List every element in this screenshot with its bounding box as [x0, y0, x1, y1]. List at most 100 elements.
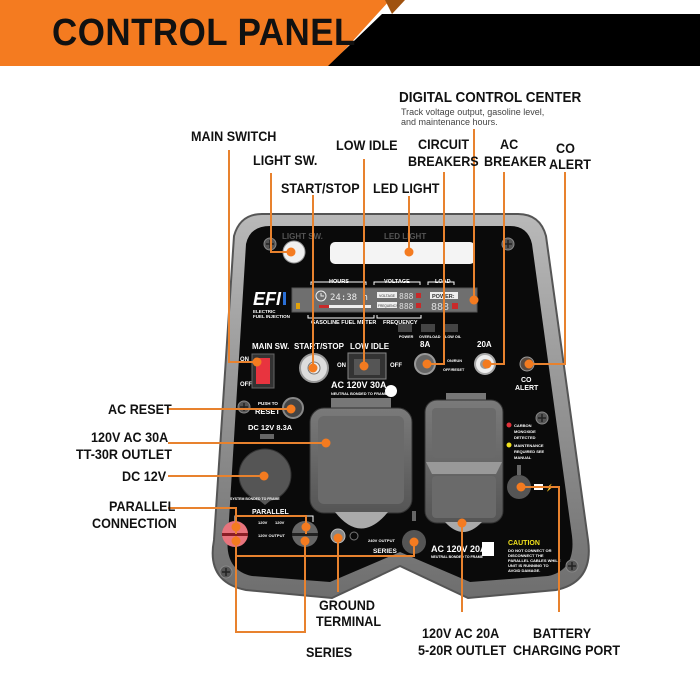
voltage-tag: VOLTAGE: [379, 294, 396, 298]
caution-text: UNIT IS RUNNING TO: [508, 563, 549, 568]
callout-markers: [231, 247, 534, 547]
co-legend-text: CARBON: [514, 423, 532, 428]
load-digits: 888: [431, 302, 449, 313]
screw-icon: [237, 400, 251, 414]
output-120-label: 120V OUTPUT: [258, 533, 285, 538]
callout-series: SERIES: [306, 644, 353, 660]
callout-start-stop: START/STOP: [281, 180, 360, 196]
indicator-label: OVERLOAD: [419, 335, 441, 339]
maint-legend-text: REQUIRED SEE: [514, 449, 545, 454]
fuel-meter-label: GASOLINE FUEL METER: [311, 320, 376, 326]
indicator-label: LOW OIL: [445, 335, 462, 339]
callout-co-alert-line2: ALERT: [549, 156, 592, 172]
callout-parallel-line2: CONNECTION: [92, 515, 177, 531]
leader-light-sw: [270, 173, 291, 253]
callout-light-sw: LIGHT SW.: [253, 152, 318, 168]
co-panel-label: CO: [521, 377, 532, 384]
off-label: OFF: [240, 382, 252, 388]
series-panel-label: SERIES: [373, 548, 398, 555]
on-label: ON: [240, 357, 249, 363]
leader-circuit-breakers: [427, 172, 445, 365]
breaker-8a-label: 8A: [420, 340, 430, 349]
caution-title: CAUTION: [508, 540, 540, 547]
breaker-on-label: ON/RUN: [447, 359, 462, 363]
co-legend-text: MONOXIDE: [514, 429, 536, 434]
fuel-gauge: [319, 305, 371, 308]
header-banner: CONTROL PANEL: [0, 0, 700, 66]
low-idle-panel-label: LOW IDLE: [350, 342, 390, 351]
clock-icon: [315, 290, 327, 302]
screw-icon: [565, 559, 579, 573]
voltage-digits: 888: [399, 292, 414, 301]
neutral-bonded-label: NEUTRAL BONDED TO FRAME: [431, 555, 484, 559]
main-sw-panel-label: MAIN SW.: [252, 342, 289, 351]
maintenance-dot: [506, 442, 512, 448]
callout-ac-breaker-line1: AC: [500, 136, 519, 152]
co-legend-text: DETECTED: [514, 435, 536, 440]
breaker-20a-label: 20A: [477, 340, 492, 349]
fuel-icon: [296, 303, 300, 309]
caution-text: AVOID DAMAGE.: [508, 568, 540, 573]
caution-text: DO NOT CONNECT OR: [508, 548, 552, 553]
led-light-bar: [330, 242, 475, 264]
maint-legend-text: MAINTENANCE: [514, 443, 544, 448]
callout-circuit-breakers-line2: BREAKERS: [408, 153, 479, 169]
screw-icon: [219, 565, 233, 579]
callout-20a-outlet-line2: 5-20R OUTLET: [418, 642, 507, 658]
alert-panel-label: ALERT: [515, 385, 539, 392]
frequency-tag: FREQUENCY: [378, 304, 399, 308]
callout-digital-control-center: DIGITAL CONTROL CENTER: [399, 89, 582, 106]
output-240-label: 240V OUTPUT: [368, 538, 395, 543]
indicator-label: POWER: [399, 335, 414, 339]
ac-30a-panel-label: AC 120V 30A: [331, 380, 387, 390]
callout-led-light: LED LIGHT: [373, 180, 440, 196]
on-label: ON: [337, 363, 346, 369]
efi-sub1: ELECTRIC: [253, 309, 276, 314]
page-title: CONTROL PANEL: [52, 12, 356, 54]
callout-low-idle: LOW IDLE: [336, 137, 398, 153]
digital-control-description-1: Track voltage output, gasoline level,: [401, 107, 545, 117]
overload-indicator: [421, 324, 435, 332]
callout-parallel-line1: PARALLEL: [109, 498, 176, 514]
callout-battery-line1: BATTERY: [533, 625, 592, 641]
screw-icon: [535, 411, 549, 425]
leader-lines: [168, 129, 566, 633]
light-sw-panel-label: LIGHT SW.: [282, 232, 323, 241]
5-20r-plug-icon: [482, 542, 494, 556]
callout-30a-outlet-line2: TT-30R OUTLET: [76, 446, 172, 462]
callout-ac-breaker-line2: BREAKER: [484, 153, 547, 169]
digital-control-description-2: and maintenance hours.: [401, 117, 498, 127]
leader-ac-breaker: [487, 172, 505, 365]
banner-fold: [385, 0, 405, 14]
banner-shape: [0, 0, 700, 66]
neutral-bonded-label: NEUTRAL BONDED TO FRAME: [331, 392, 388, 396]
frequency-label: FREQUENCY: [383, 320, 418, 326]
callout-co-alert-line1: CO: [556, 140, 575, 156]
parallel-panel-label: PARALLEL: [252, 509, 290, 516]
co-detected-dot: [506, 422, 512, 428]
callout-20a-outlet-line1: 120V AC 20A: [422, 625, 500, 641]
start-stop-panel-label: START/STOP: [294, 342, 345, 351]
callout-battery-line2: CHARGING PORT: [513, 642, 621, 658]
breaker-off-label: OFF/RESET: [443, 368, 465, 372]
push-to-label: PUSH TO: [258, 401, 278, 406]
leader-battery: [524, 486, 560, 612]
dc-panel-label: DC 12V 8.3A: [248, 423, 293, 432]
efi-logo: EFI: [253, 289, 282, 309]
off-label: OFF: [390, 363, 402, 369]
system-bonded-label: SYSTEM BONDED TO FRAME: [230, 497, 280, 501]
led-light-panel-label: LED LIGHT: [384, 232, 426, 241]
leader-series: [235, 536, 415, 633]
v120-label: 120V: [275, 520, 285, 525]
low-oil-indicator: [444, 324, 458, 332]
leader-co-alert: [529, 172, 566, 365]
banner-orange: [0, 0, 390, 66]
tt30-plug-icon: [385, 385, 397, 397]
reset-label: RESET: [255, 407, 280, 416]
callout-ground-line1: GROUND: [319, 597, 376, 613]
power-indicator: [398, 324, 412, 332]
v120-label: 120V: [258, 520, 268, 525]
frequency-digits: 888: [399, 302, 414, 311]
callout-circuit-breakers-line1: CIRCUIT: [418, 136, 470, 152]
